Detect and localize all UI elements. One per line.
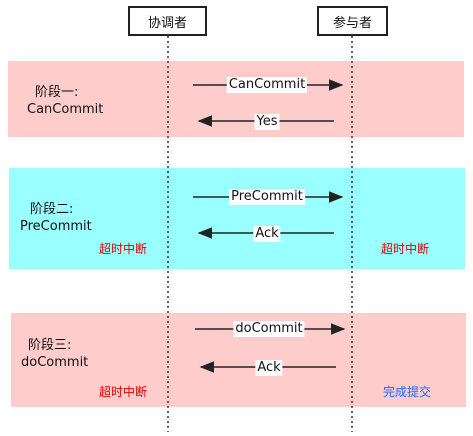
participant-box: 参与者 bbox=[317, 6, 388, 36]
phase-2-band bbox=[9, 168, 465, 269]
phase-3-title: 阶段三: bbox=[28, 338, 72, 353]
coordinator-timeout-note-phase2: 超时中断 bbox=[99, 242, 148, 256]
ack-message-phase2: Ack bbox=[253, 226, 281, 242]
ack-message-phase3: Ack bbox=[255, 360, 283, 376]
yes-message: Yes bbox=[254, 114, 280, 130]
phase-1-label: 阶段一: CanCommit bbox=[27, 84, 103, 118]
phase-3-name: doCommit bbox=[21, 355, 89, 370]
coordinator-box: 协调者 bbox=[128, 6, 207, 36]
phase-1-title: 阶段一: bbox=[35, 85, 79, 100]
phase-2-name: PreCommit bbox=[20, 219, 92, 234]
participant-timeout-note-phase2: 超时中断 bbox=[381, 242, 430, 256]
participant-complete-note: 完成提交 bbox=[383, 385, 432, 399]
phase-1-band bbox=[8, 61, 464, 137]
phase-1-name: CanCommit bbox=[27, 102, 104, 117]
preCommit-message: PreCommit bbox=[229, 189, 305, 205]
canCommit-message: CanCommit bbox=[226, 77, 308, 93]
phase-2-label: 阶段二: PreCommit bbox=[20, 201, 92, 235]
phase-2-title: 阶段二: bbox=[30, 202, 74, 217]
doCommit-message: doCommit bbox=[233, 321, 305, 337]
coordinator-timeout-note-phase3: 超时中断 bbox=[99, 385, 148, 399]
phase-3-label: 阶段三: doCommit bbox=[21, 337, 88, 371]
